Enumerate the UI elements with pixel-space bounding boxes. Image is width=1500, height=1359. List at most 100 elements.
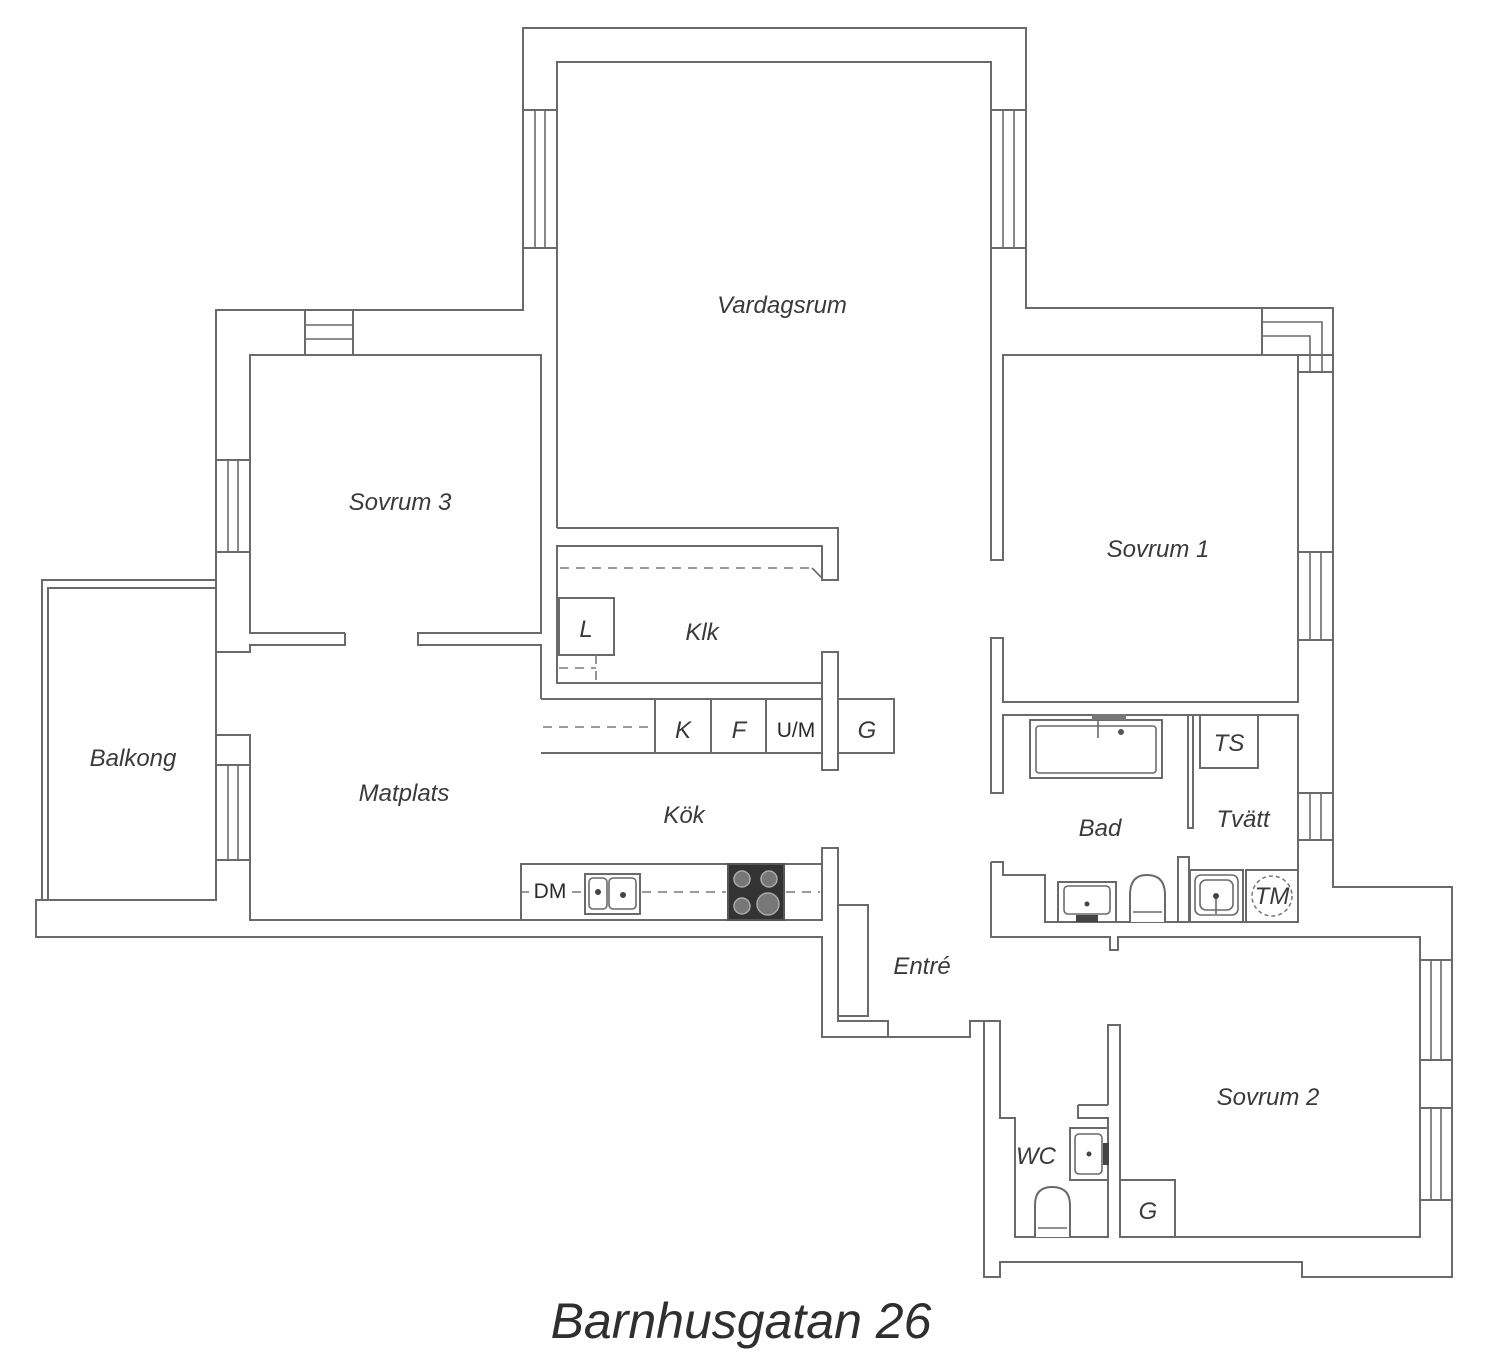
label-tvatt: Tvätt — [1216, 806, 1271, 833]
windows — [215, 109, 1453, 1201]
sink-drain — [620, 892, 626, 898]
window-frame — [990, 109, 1027, 249]
bedroom-3-lower-wall — [216, 633, 346, 653]
drying-cabinet-ts — [1199, 714, 1259, 769]
window-glazing — [534, 110, 546, 248]
closet-shelf-edge — [811, 567, 823, 579]
living-room-and-bedroom-1-walls — [556, 61, 1299, 922]
window-frame — [1261, 307, 1334, 356]
bedroom-3-walls — [249, 354, 542, 699]
closet-fixtures — [558, 567, 823, 683]
entrance-closet — [837, 904, 869, 1017]
window-frame — [1297, 551, 1334, 641]
sink-basin — [1194, 874, 1239, 916]
stove-burner — [756, 892, 780, 916]
bath-fixture-divider — [1177, 856, 1190, 923]
window-frame — [215, 764, 251, 861]
label-sovrum-1: Sovrum 1 — [1107, 536, 1210, 563]
bathtub-faucet — [1092, 714, 1126, 720]
label-vardagsrum: Vardagsrum — [717, 292, 847, 319]
stove-burner — [760, 870, 778, 888]
label-kitchen-dm: DM — [534, 880, 567, 903]
window-bedroom-2-right-bottom — [1419, 1107, 1453, 1201]
sink-bowl-small — [588, 877, 608, 910]
sink-drain — [1084, 901, 1090, 907]
stove-burner — [733, 897, 751, 915]
counter-outline — [541, 698, 822, 754]
window-frame — [1297, 792, 1334, 841]
bathroom-sink — [1057, 881, 1117, 923]
label-kok: Kök — [663, 802, 706, 829]
room-labels: Vardagsrum Sovrum 3 Sovrum 1 Klk Balkong… — [90, 292, 1320, 1170]
counter-outline — [520, 863, 822, 920]
sink-drain — [1086, 1151, 1092, 1157]
sink-basin — [1063, 885, 1111, 915]
window-living-right — [990, 109, 1027, 249]
window-frame — [304, 309, 354, 356]
bathtub-frame — [1029, 719, 1163, 779]
window-glazing — [1430, 1108, 1442, 1200]
wc-walls — [970, 1020, 1109, 1238]
sink-faucet — [1103, 1143, 1109, 1165]
window-glazing — [227, 765, 239, 860]
plan-title: Barnhusgatan 26 — [551, 1293, 932, 1349]
label-sovrum-3: Sovrum 3 — [349, 489, 452, 516]
label-bad-ts: TS — [1214, 730, 1245, 757]
sink-basin — [1074, 1133, 1103, 1175]
sink-frame — [584, 873, 641, 915]
window-bedroom-1-right — [1297, 551, 1334, 641]
label-sovrum-2-g: G — [1139, 1198, 1158, 1225]
window-glazing — [1309, 793, 1322, 840]
window-bedroom-2-right-top — [1419, 959, 1453, 1061]
label-matplats: Matplats — [359, 780, 450, 807]
kitchen-lower-counter — [520, 863, 822, 921]
window-bedroom-3-top — [304, 309, 354, 356]
window-glazing — [1002, 110, 1015, 248]
window-frame — [215, 459, 251, 553]
bathtub — [1029, 714, 1163, 779]
label-sovrum-2: Sovrum 2 — [1217, 1084, 1320, 1111]
stove-burner — [733, 870, 751, 888]
window-frame — [1419, 959, 1453, 1061]
bathroom-fixtures — [1029, 714, 1299, 923]
sink-drain — [595, 889, 601, 895]
sink-faucet — [1076, 915, 1098, 922]
label-closet-l: L — [579, 616, 592, 643]
window-glazing — [227, 460, 239, 552]
closet-walls — [556, 527, 839, 684]
label-balkong: Balkong — [90, 745, 177, 772]
label-klk: Klk — [685, 619, 720, 646]
balcony-railing — [41, 579, 216, 900]
toilet-bowl — [1034, 1185, 1071, 1237]
label-kitchen-k: K — [675, 717, 692, 744]
fixture-labels: L K F U/M G DM TS TM G — [534, 616, 1290, 1225]
window-dining-left — [215, 764, 251, 861]
laundry-sink — [1189, 869, 1244, 923]
kitchen-partition-wall — [821, 651, 839, 771]
washing-machine-drum — [1251, 875, 1293, 917]
window-glazing — [305, 324, 353, 340]
label-kitchen-f: F — [732, 717, 748, 744]
window-bedroom-3-left — [215, 459, 251, 553]
kitchen-sink — [584, 873, 641, 915]
kitchen-upper-counter — [541, 698, 895, 754]
wc-sink — [1069, 1127, 1109, 1181]
kitchen-g-box — [837, 698, 895, 754]
closet-l-box — [558, 597, 615, 656]
window-glazing — [1430, 960, 1442, 1060]
closet-l-dashed — [559, 655, 597, 683]
sink-drain — [1213, 893, 1219, 899]
window-frame — [522, 109, 558, 249]
washing-machine-frame — [1245, 869, 1299, 923]
label-wc: WC — [1016, 1143, 1057, 1170]
bedroom-2-g-box — [1119, 1179, 1176, 1238]
label-bad: Bad — [1079, 815, 1122, 842]
label-kitchen-g: G — [858, 717, 877, 744]
sink-bowl-large — [608, 877, 637, 910]
window-living-left — [522, 109, 558, 249]
label-kitchen-um: U/M — [777, 719, 816, 742]
window-glazing — [1309, 552, 1322, 640]
label-entre: Entré — [893, 953, 950, 980]
stove — [727, 863, 785, 921]
